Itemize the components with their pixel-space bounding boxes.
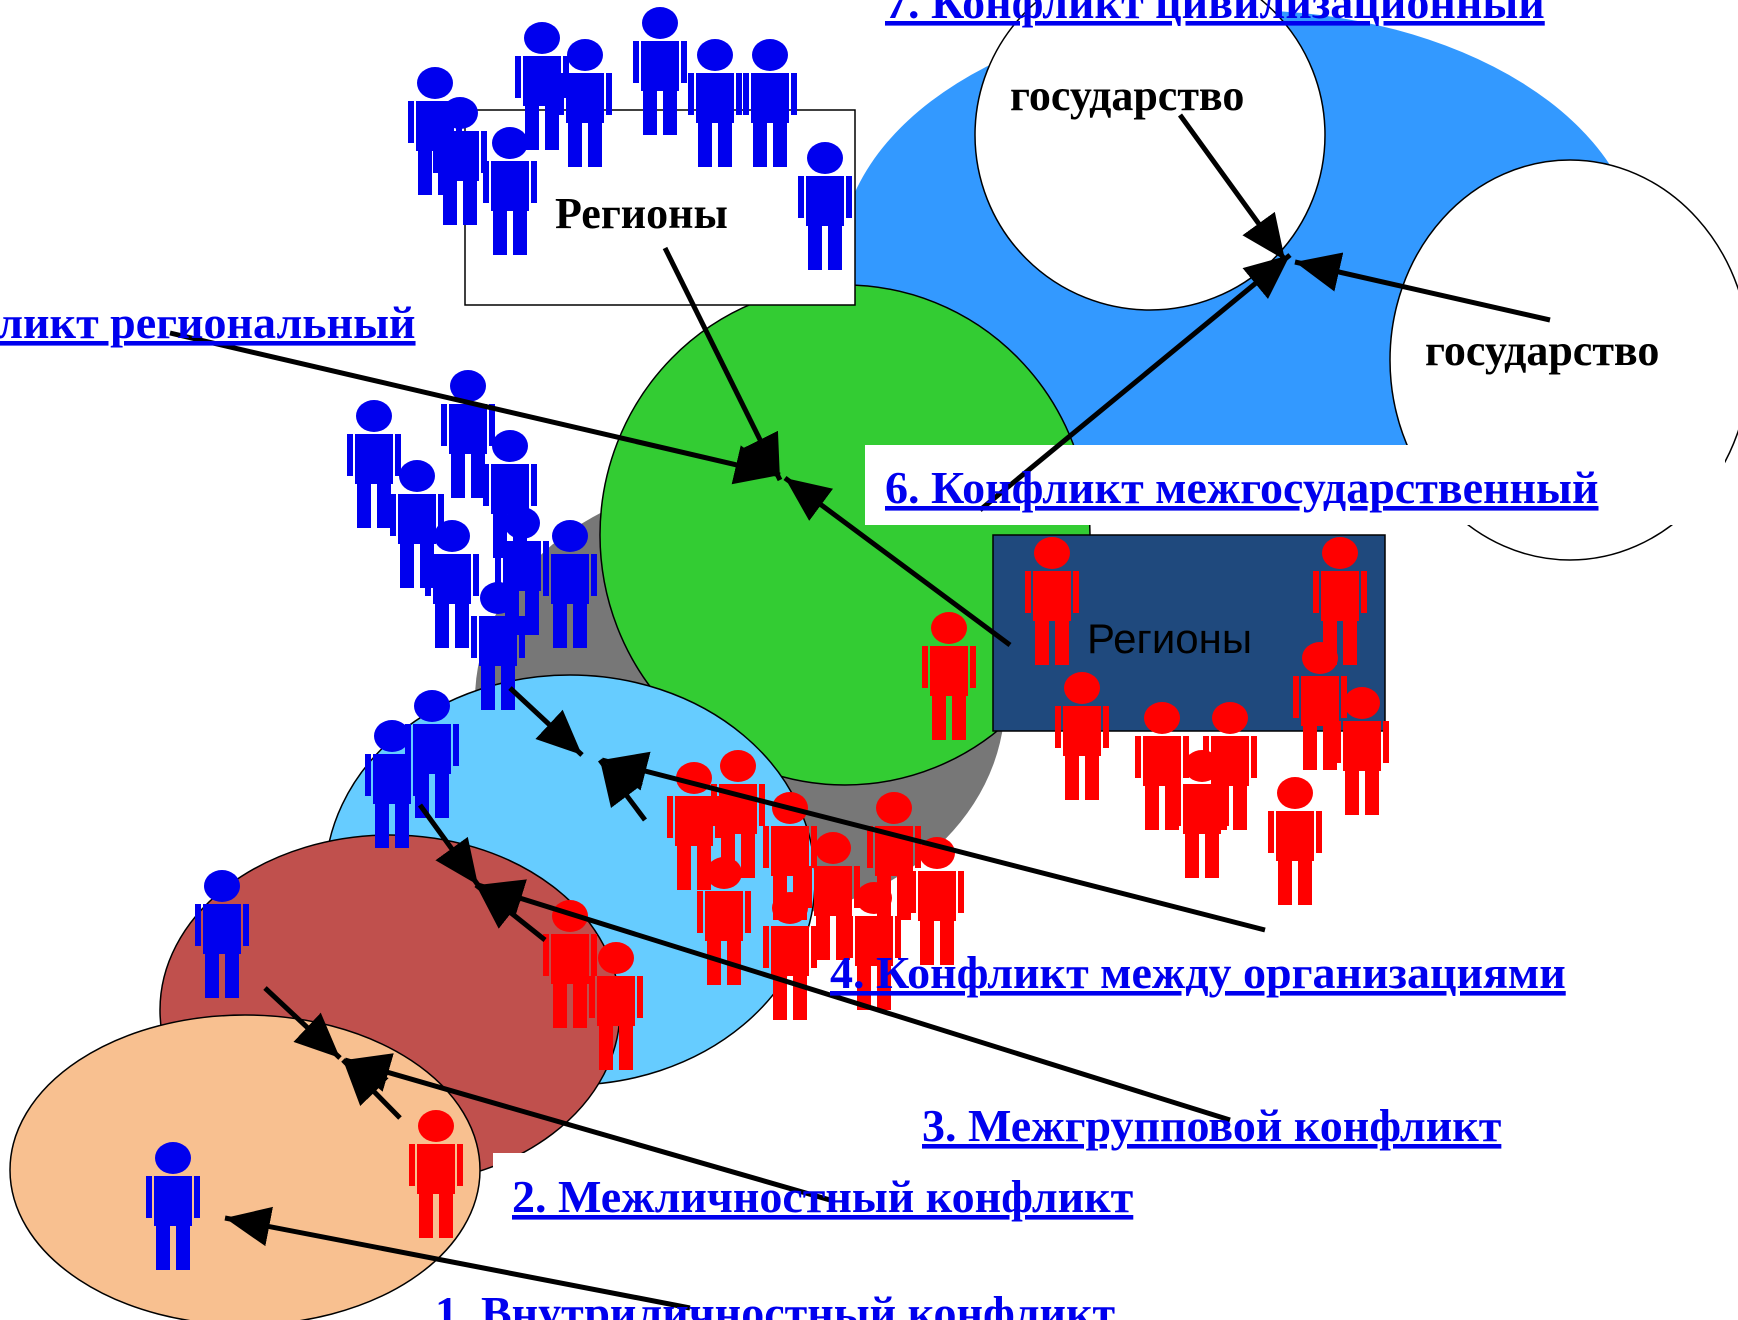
arrow-icon bbox=[508, 686, 584, 757]
arrow-icon bbox=[263, 986, 342, 1060]
regions-white-label: Регионы bbox=[555, 189, 728, 238]
label-regional: 5. Конфликт региональный bbox=[0, 297, 416, 348]
arrow-icon bbox=[344, 1053, 831, 1203]
label-interpersonal: 2. Межличностный конфликт bbox=[512, 1171, 1134, 1222]
regions-blue-label: Регионы bbox=[1087, 615, 1252, 662]
state-circle-1 bbox=[974, 0, 1326, 311]
arrow-icon bbox=[662, 246, 783, 482]
label-organizations: 4. Конфликт между организациями bbox=[830, 947, 1566, 998]
arrow-icon bbox=[601, 751, 1266, 933]
arrow-icon bbox=[224, 1206, 691, 1311]
state-label-1: государство bbox=[1010, 71, 1244, 120]
arrow-icon bbox=[169, 330, 781, 485]
state-label-2: государство bbox=[1425, 326, 1659, 375]
arrow-icon bbox=[783, 475, 1012, 648]
label-intrapersonal: 1. Внутриличностный конфликт bbox=[435, 1287, 1116, 1320]
arrow-icon bbox=[417, 803, 481, 887]
arrows-layer bbox=[169, 113, 1551, 1311]
organizations-label-bg bbox=[812, 920, 1692, 1012]
interpersonal-label-bg bbox=[493, 1153, 1253, 1233]
person-red-icon bbox=[1268, 777, 1322, 905]
person-blue-icon bbox=[483, 430, 537, 558]
arrow-icon bbox=[978, 253, 1292, 512]
arrow-icon bbox=[1177, 113, 1288, 262]
arrow-icon bbox=[1294, 252, 1551, 323]
label-interstate: 6. Конфликт межгосударственный bbox=[885, 462, 1598, 513]
arrow-icon bbox=[477, 879, 1231, 1123]
label-civilizational: 7. Конфликт цивилизационный bbox=[885, 0, 1545, 28]
label-intergroup: 3. Межгрупповой конфликт bbox=[922, 1100, 1502, 1151]
